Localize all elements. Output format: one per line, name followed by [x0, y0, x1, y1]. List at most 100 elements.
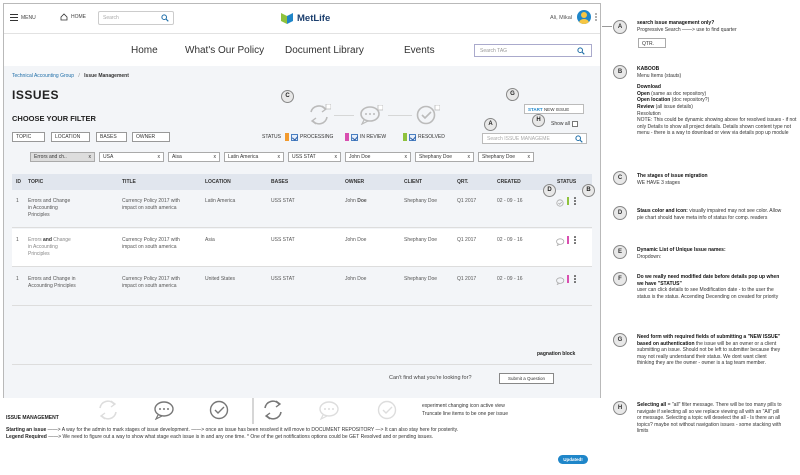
row-bases: USS STAT [271, 198, 295, 204]
note-c: The stages of issue migration WE HAVE 3 … [637, 173, 797, 186]
status-processing-toggle[interactable]: PROCESSING [285, 133, 333, 141]
top-search-placeholder: Search [103, 15, 119, 21]
filter-pill[interactable]: Aisa x [168, 152, 220, 162]
note-h: Selecting all = "all" filter message. Th… [637, 402, 785, 435]
kebab-menu-icon[interactable] [574, 275, 576, 283]
user-name[interactable]: Ali, Mikal [549, 15, 572, 21]
search-icon[interactable] [575, 135, 583, 143]
row-owner: John Doe [345, 198, 367, 204]
pill-remove-icon[interactable]: x [213, 154, 217, 160]
pill-remove-icon[interactable]: x [527, 154, 531, 160]
nav-document-library[interactable]: Document Library [285, 45, 364, 56]
kebab-menu-icon[interactable] [574, 197, 576, 205]
pill-label: USS STAT [292, 154, 316, 160]
pagination-block[interactable]: pagnation block [537, 351, 576, 357]
filter-pill[interactable]: Errors and ch..x [30, 152, 95, 162]
col-title[interactable]: TITLE [122, 179, 136, 185]
col-id[interactable]: ID [16, 179, 21, 185]
pill-remove-icon[interactable]: x [467, 154, 471, 160]
divider [12, 364, 592, 365]
col-owner[interactable]: OWNER [345, 179, 365, 185]
status-resolved-toggle[interactable]: RESOLVED [403, 133, 445, 141]
row-topic: Errors and Change in Accounting Principl… [28, 198, 71, 218]
breadcrumb-parent[interactable]: Technical Accounting Group [12, 73, 74, 79]
search-icon[interactable] [577, 47, 585, 57]
note-a-title: search issue management only? [637, 20, 715, 26]
note-b-open-location: Open location [637, 97, 671, 104]
col-topic[interactable]: TOPIC [28, 179, 44, 185]
home-button[interactable]: HOME [60, 13, 86, 21]
connector-line [602, 26, 612, 27]
tag-search-input[interactable]: Search TAG [474, 44, 592, 57]
nav-events[interactable]: Events [404, 45, 435, 56]
show-all-toggle[interactable]: Show all [551, 121, 578, 127]
note-marker-d: D [613, 206, 627, 220]
stage-processing-icon [307, 103, 332, 128]
experiment-line-2: Truncate line items to be one per issue [422, 411, 508, 417]
pill-remove-icon[interactable]: x [88, 154, 92, 160]
pill-label: Aisa [172, 154, 182, 160]
status-in-review-toggle[interactable]: IN REVIEW [345, 133, 386, 141]
note-a: search issue management only? Progressiv… [637, 20, 797, 33]
col-created[interactable]: CREATED [497, 179, 521, 185]
table-row[interactable]: 1 Errors and Change in Accounting Princi… [12, 229, 592, 267]
pill-remove-icon[interactable]: x [404, 154, 408, 160]
row-id: 1 [16, 198, 19, 204]
in-review-status-icon[interactable] [556, 238, 565, 248]
nav-whats-our-policy[interactable]: What's Our Policy [185, 45, 265, 56]
note-b-download: Download [637, 84, 661, 91]
in-review-inactive-icon [318, 400, 340, 422]
col-qrt[interactable]: QRT. [457, 179, 469, 185]
table-row[interactable]: 1 Errors and Change in Accounting Princi… [12, 190, 592, 228]
status-processing-label: PROCESSING [300, 134, 334, 140]
col-bases[interactable]: BASES [271, 179, 289, 185]
note-marker-a: A [613, 20, 627, 34]
quarter-input[interactable]: QTR. [638, 38, 666, 48]
checkbox-checked-icon[interactable] [291, 133, 298, 141]
kebab-menu-icon[interactable] [595, 13, 597, 21]
submit-question-button[interactable]: Submit a Question [499, 373, 554, 384]
col-status[interactable]: STATUS [557, 179, 577, 185]
nav-home[interactable]: Home [131, 45, 158, 56]
top-search-input[interactable]: Search [98, 11, 174, 25]
filter-owner[interactable]: OWNER [132, 132, 170, 142]
metlife-logo[interactable]: MetLife [281, 13, 330, 24]
filter-topic[interactable]: TOPIC [12, 132, 45, 142]
menu-button[interactable]: MENU [10, 14, 36, 21]
home-icon [60, 13, 68, 21]
issue-search-input[interactable]: Search ISSUE MANAGEME [482, 133, 587, 144]
kebab-menu-icon[interactable] [574, 236, 576, 244]
in-review-status-icon[interactable] [556, 277, 565, 287]
table-row[interactable]: 1 Errors and Change in Accounting Princi… [12, 268, 592, 306]
marker-d: D [543, 184, 556, 197]
metlife-logo-text: MetLife [297, 13, 331, 24]
checkbox-checked-icon[interactable] [351, 133, 358, 141]
status-color-bar [567, 275, 569, 283]
page-title: ISSUES [12, 88, 60, 102]
start-new-issue-button[interactable]: START NEW ISSUE [524, 104, 584, 114]
search-icon[interactable] [161, 14, 169, 24]
checkbox-checked-icon[interactable] [409, 133, 416, 141]
filter-bases[interactable]: BASES [96, 132, 127, 142]
show-all-checkbox[interactable] [571, 121, 578, 127]
row-owner: John Doe [345, 276, 367, 282]
col-client[interactable]: CLIENT [404, 179, 423, 185]
col-location[interactable]: LOCATION [205, 179, 231, 185]
user-avatar[interactable] [577, 10, 591, 24]
note-d-title: Staus color and icon: [637, 208, 688, 214]
pill-remove-icon[interactable]: x [334, 154, 338, 160]
pill-remove-icon[interactable]: x [277, 154, 281, 160]
status-color-bar [567, 236, 569, 244]
note-marker-b: B [613, 65, 627, 79]
filter-pill[interactable]: USS STAT x [288, 152, 341, 162]
resolved-status-icon[interactable] [556, 199, 564, 209]
filter-location[interactable]: LOCATION [51, 132, 90, 142]
pill-label: Shephany Doe [419, 154, 453, 160]
marker-b: B [582, 184, 595, 197]
filter-pill[interactable]: Shephany Doe x [415, 152, 474, 162]
pill-remove-icon[interactable]: x [157, 154, 161, 160]
